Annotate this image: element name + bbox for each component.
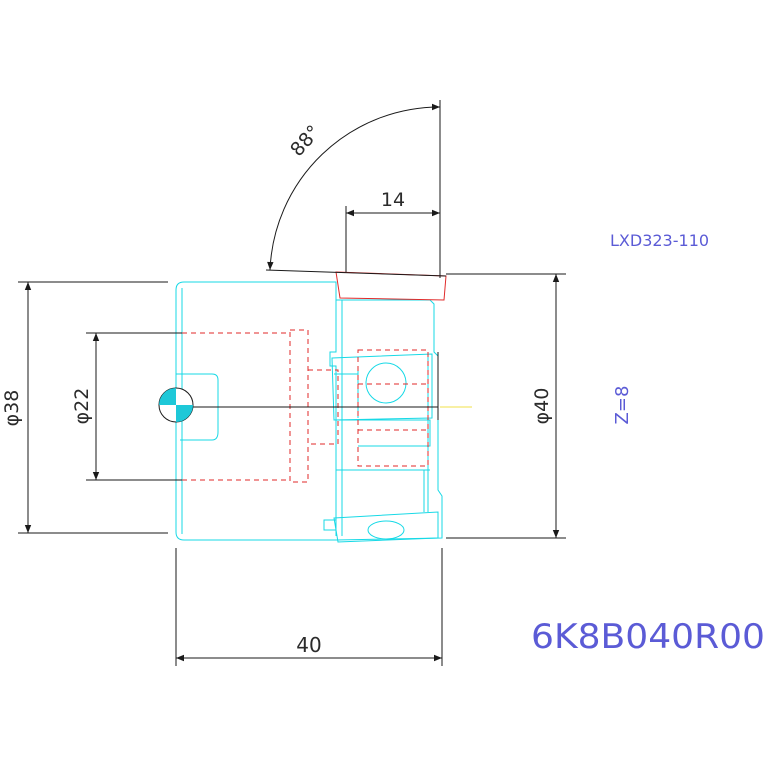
dimension-geometry [18, 100, 566, 666]
overall-length-dimension-label: 40 [296, 633, 321, 657]
cut-diameter-label: φ40 [531, 388, 553, 425]
teeth-count-note: Z=8 [612, 386, 633, 425]
angle-dimension-label: 88° [286, 121, 325, 161]
insert-profile [335, 271, 447, 301]
shank-diameter-label: φ38 [1, 390, 23, 427]
insert-screw-hole [367, 520, 405, 540]
center-mark-icon [158, 387, 194, 423]
hidden-lines [182, 329, 429, 483]
shank-length-dimension-label: 14 [381, 189, 405, 211]
insert-code-note: LXD323-110 [610, 231, 709, 250]
part-number-note: 6K8B040R00 [531, 617, 765, 657]
insert-screw-hole [365, 362, 407, 404]
bore-diameter-label: φ22 [71, 388, 93, 425]
cutter-body-outline [175, 281, 443, 543]
